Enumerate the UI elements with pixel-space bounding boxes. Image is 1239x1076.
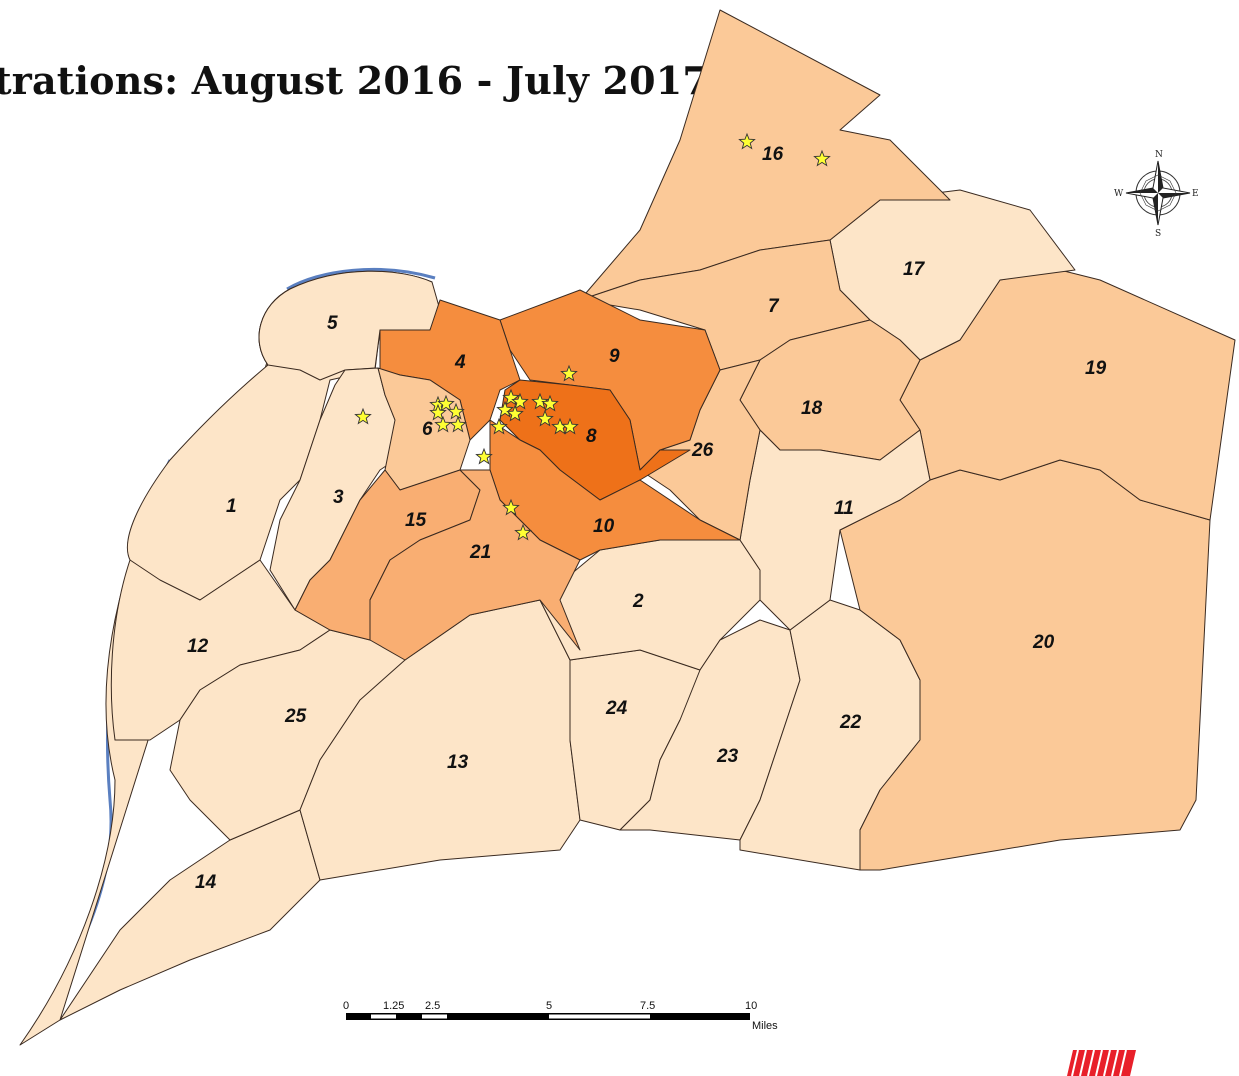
registration-star-icon[interactable] bbox=[531, 392, 549, 410]
registration-star-icon[interactable] bbox=[511, 392, 529, 410]
district-label-26: 26 bbox=[691, 440, 714, 461]
district-label-23: 23 bbox=[716, 746, 739, 767]
scale-tick-5: 5 bbox=[546, 1000, 552, 1012]
registration-star-icon[interactable] bbox=[490, 417, 508, 435]
district-label-21: 21 bbox=[469, 542, 491, 563]
district-label-13: 13 bbox=[447, 752, 469, 773]
district-label-4: 4 bbox=[454, 352, 466, 373]
district-label-10: 10 bbox=[593, 516, 615, 537]
district-label-17: 17 bbox=[903, 259, 926, 280]
district-label-19: 19 bbox=[1085, 358, 1107, 379]
map-title: trations: August 2016 - July 2017 bbox=[0, 58, 709, 103]
compass-w: W bbox=[1114, 189, 1124, 199]
registration-star-icon[interactable] bbox=[541, 394, 559, 412]
scale-unit: Miles bbox=[752, 1020, 778, 1032]
district-label-12: 12 bbox=[187, 636, 209, 657]
registration-star-icon[interactable] bbox=[502, 388, 520, 406]
district-label-14: 14 bbox=[195, 872, 217, 893]
registration-star-icon[interactable] bbox=[496, 400, 514, 418]
registration-stars bbox=[354, 132, 831, 541]
registration-star-icon[interactable] bbox=[738, 132, 756, 150]
registration-star-icon[interactable] bbox=[475, 447, 493, 465]
district-labels: 1 2 3 4 5 6 7 8 9 10 11 12 13 14 15 16 1… bbox=[187, 144, 1107, 893]
district-label-1: 1 bbox=[226, 496, 237, 517]
scale-tick-10: 10 bbox=[745, 1000, 757, 1012]
scale-tick-7-5: 7.5 bbox=[640, 1000, 655, 1012]
registration-star-icon[interactable] bbox=[502, 498, 520, 516]
district-11[interactable] bbox=[739, 429, 931, 631]
district-label-20: 20 bbox=[1032, 632, 1055, 653]
districts-layer bbox=[19, 9, 1236, 1046]
district-label-2: 2 bbox=[632, 591, 644, 612]
logo bbox=[1067, 1049, 1136, 1076]
district-label-24: 24 bbox=[605, 698, 628, 719]
registration-star-icon[interactable] bbox=[354, 407, 372, 425]
compass-n: N bbox=[1155, 150, 1163, 160]
district-label-5: 5 bbox=[327, 313, 338, 334]
district-label-16: 16 bbox=[762, 144, 784, 165]
registration-star-icon[interactable] bbox=[514, 523, 532, 541]
district-label-22: 22 bbox=[839, 712, 862, 733]
district-label-7: 7 bbox=[768, 296, 780, 317]
registration-star-icon[interactable] bbox=[813, 149, 831, 167]
scale-tick-2-5: 2.5 bbox=[425, 1000, 440, 1012]
district-label-18: 18 bbox=[801, 398, 823, 419]
registration-star-icon[interactable] bbox=[429, 403, 447, 421]
scale-bar: 0 1.25 2.5 5 7.5 10 Miles bbox=[343, 1000, 778, 1032]
district-label-11: 11 bbox=[834, 498, 854, 519]
scale-tick-0: 0 bbox=[343, 1000, 349, 1012]
registration-star-icon[interactable] bbox=[561, 417, 579, 435]
registration-star-icon[interactable] bbox=[447, 402, 465, 420]
registration-star-icon[interactable] bbox=[434, 415, 452, 433]
district-label-3: 3 bbox=[333, 487, 344, 508]
compass-e: E bbox=[1192, 189, 1199, 199]
district-label-15: 15 bbox=[405, 510, 427, 531]
district-label-8: 8 bbox=[586, 426, 597, 447]
district-label-9: 9 bbox=[609, 346, 620, 367]
district-21[interactable] bbox=[369, 469, 581, 661]
registration-star-icon[interactable] bbox=[536, 409, 554, 427]
compass-rose: N S E W bbox=[1114, 150, 1199, 239]
compass-s: S bbox=[1155, 229, 1161, 239]
registration-star-icon[interactable] bbox=[560, 364, 578, 382]
registration-star-icon[interactable] bbox=[506, 404, 524, 422]
registration-star-icon[interactable] bbox=[437, 394, 455, 412]
registration-star-icon[interactable] bbox=[449, 415, 467, 433]
district-label-25: 25 bbox=[284, 706, 307, 727]
scale-tick-1-25: 1.25 bbox=[383, 1000, 404, 1012]
district-label-6: 6 bbox=[422, 419, 433, 440]
